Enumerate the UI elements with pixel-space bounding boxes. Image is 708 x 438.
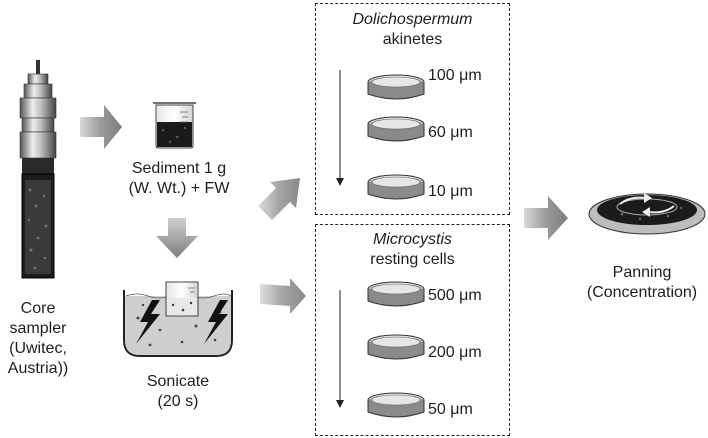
dolichospermum-box — [315, 3, 510, 215]
microcystis-box — [315, 224, 510, 436]
core-sampler-line-4: Austria)) — [7, 360, 69, 377]
sieve-size-60: 60 μm — [428, 124, 473, 141]
sediment-line-1: Sediment 1 g — [131, 160, 227, 177]
sediment-line-2: (W. Wt.) + FW — [128, 180, 230, 197]
sonicate-line-1: Sonicate — [146, 373, 210, 390]
sieve-size-50: 50 μm — [428, 401, 473, 418]
dolichospermum-heading: Dolichospermum akinetes — [316, 10, 509, 50]
core-sampler-icon — [19, 60, 57, 279]
arrow-sediment-to-sonicate — [156, 218, 198, 258]
arrow-to-panning — [524, 196, 568, 240]
sieve-icon-1 — [367, 74, 425, 100]
sonicate-label: Sonicate (20 s) — [128, 372, 228, 412]
sonicator-bath-icon — [123, 281, 233, 357]
panning-line-2: (Concentration) — [586, 284, 698, 301]
microcystis-heading: Microcystis resting cells — [316, 230, 509, 270]
sieve-icon-3 — [367, 174, 425, 200]
sieve-size-100: 100 μm — [428, 67, 482, 84]
sediment-beaker-icon — [153, 102, 196, 149]
sieve-size-500: 500 μm — [428, 287, 482, 304]
sieve-icon-5 — [367, 334, 425, 360]
sediment-label: Sediment 1 g (W. Wt.) + FW — [106, 159, 252, 199]
sieve-icon-2 — [367, 116, 425, 142]
arrow-core-to-sediment — [80, 105, 122, 149]
dolichospermum-title: Dolichospermum — [352, 11, 473, 28]
arrow-to-microcystis — [260, 278, 306, 314]
arrow-to-dolichospermum — [258, 178, 300, 220]
core-sampler-label: Core sampler (Uwitec, Austria)) — [0, 299, 76, 379]
core-sampler-line-3: (Uwitec, — [9, 340, 67, 357]
sieve-icon-4 — [367, 281, 425, 307]
microcystis-subtitle: resting cells — [370, 251, 455, 268]
core-sampler-line-2: sampler — [9, 320, 67, 337]
sieve-size-10: 10 μm — [428, 183, 473, 200]
panning-label: Panning (Concentration) — [578, 263, 706, 303]
sonicate-line-2: (20 s) — [157, 393, 199, 410]
core-sampler-line-1: Core — [20, 300, 56, 317]
panning-dish-icon — [588, 193, 706, 235]
dolichospermum-subtitle: akinetes — [382, 31, 443, 48]
panning-line-1: Panning — [612, 264, 672, 281]
sieve-icon-6 — [367, 392, 425, 418]
microcystis-title: Microcystis — [372, 231, 453, 248]
sieve-size-200: 200 μm — [428, 344, 482, 361]
